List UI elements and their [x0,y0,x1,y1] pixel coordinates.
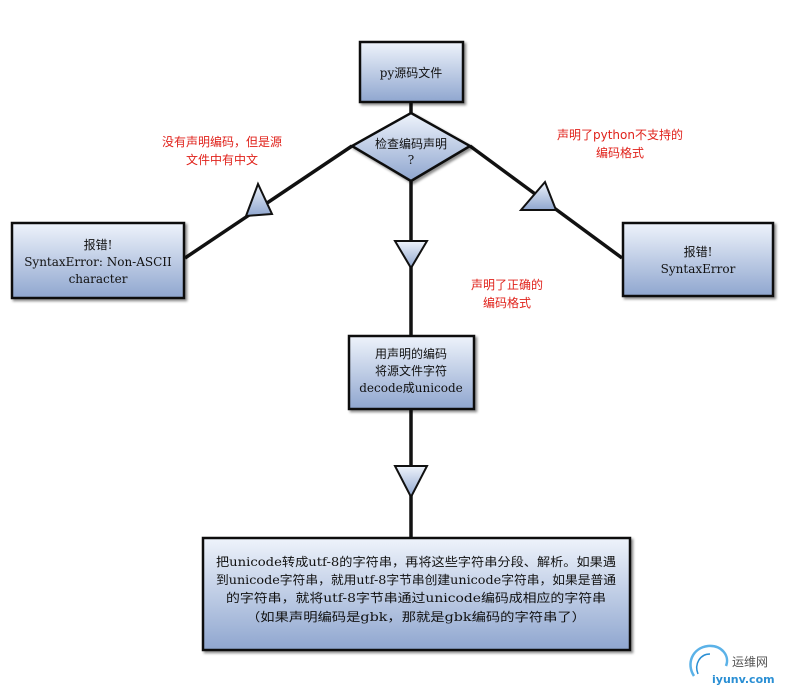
edge-label-correct: 声明了正确的 编码格式 [471,277,543,310]
edge-label-no-declaration-line-2: 文件中有中文 [186,152,258,167]
node-error-non-ascii-line-3: character [69,272,128,286]
edge-label-correct-line-2: 编码格式 [483,295,531,310]
arrowhead-middle [393,240,429,270]
node-error-syntax-line-1: 报错! [684,244,713,259]
edge-check-to-left-error [184,144,353,260]
node-check-line-1: 检查编码声明 [375,136,447,151]
edge-label-unsupported-line-1: 声明了python不支持的 [557,127,683,142]
edge-label-unsupported-line-2: 编码格式 [596,145,644,160]
node-convert-line-1: 把unicode转成utf-8的字符串，再将这些字符串分段、解析。如果遇 [216,554,616,569]
watermark-logo-icon [689,644,729,677]
arrowhead-bottom [393,465,429,500]
watermark-cn: 运维网 [732,655,768,669]
node-decode-line-2: 将源文件字符 [375,363,447,378]
watermark: 运维网 iyunv.com [689,644,775,686]
node-error-syntax-line-2: SyntaxError [661,262,736,276]
arrowhead-right [518,180,558,211]
node-error-non-ascii: 报错! SyntaxError: Non-ASCII character [10,221,186,300]
edge-label-no-declaration-line-1: 没有声明编码，但是源 [162,134,282,149]
node-convert-line-3: 的字符串，就将utf-8字节串通过unicode编码成相应的字符串 [226,590,606,605]
node-source-file-line: py源码文件 [380,65,442,80]
node-error-syntax: 报错! SyntaxError [621,221,775,298]
node-error-non-ascii-line-2: SyntaxError: Non-ASCII [24,255,172,269]
node-convert: 把unicode转成utf-8的字符串，再将这些字符串分段、解析。如果遇 到un… [201,536,632,652]
arrowheads [244,180,558,500]
edge-label-no-declaration: 没有声明编码，但是源 文件中有中文 [162,134,282,167]
node-decode-line-3: decode成unicode [359,381,463,395]
edge-label-correct-line-1: 声明了正确的 [471,277,543,292]
arrowhead-left [244,181,274,218]
edge-label-unsupported: 声明了python不支持的 编码格式 [557,127,683,160]
node-convert-line-2: 到unicode字符串，就用utf-8字节串创建unicode字符串，如果是普通 [216,572,616,587]
watermark-en: iyunv.com [712,673,775,686]
node-source-file: py源码文件 [358,40,465,104]
node-decode: 用声明的编码 将源文件字符 decode成unicode [347,334,476,411]
node-check-declaration: 检查编码声明 ? [349,111,473,183]
node-check-line-2: ? [408,153,414,167]
node-error-non-ascii-line-1: 报错! [84,237,113,252]
watermark-logo-icon-arc [696,653,711,675]
node-decode-line-1: 用声明的编码 [375,346,447,361]
node-convert-line-4: （如果声明编码是gbk，那就是gbk编码的字符串了） [246,609,586,624]
